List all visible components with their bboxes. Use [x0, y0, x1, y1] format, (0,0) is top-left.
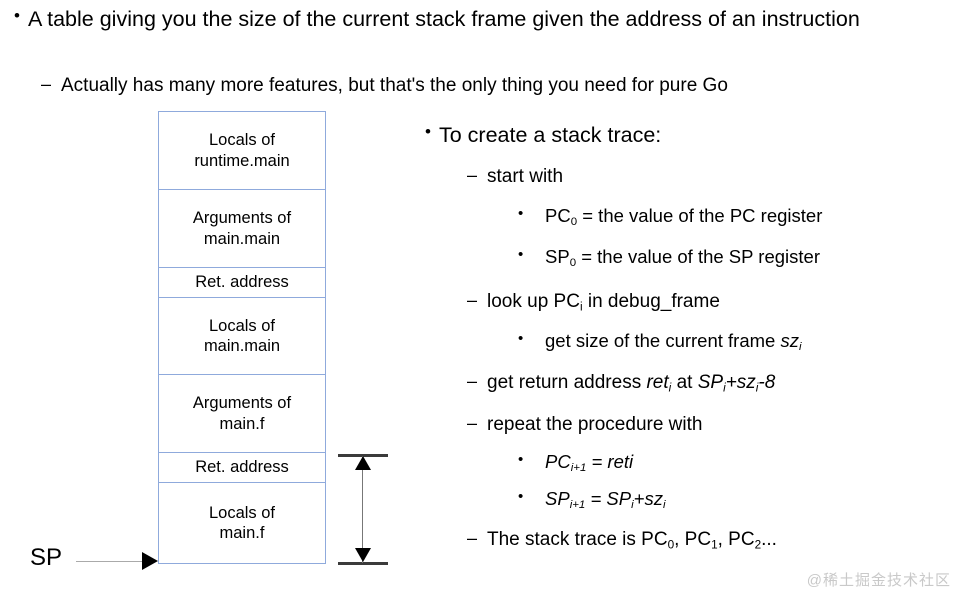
header-bullet-secondary: – Actually has many more features, but t…: [41, 74, 931, 97]
bullet-marker-icon: •: [14, 6, 20, 25]
header-secondary-text: Actually has many more features, but tha…: [61, 75, 728, 96]
body-bullet-stack-trace-result: – The stack trace is PC0, PC1, PC2...: [467, 528, 947, 551]
dash-marker-icon: –: [467, 528, 478, 548]
bullet-marker-icon: •: [518, 330, 524, 347]
sp-register-label: SP: [30, 544, 63, 571]
sp-pointer-arrow-icon: [142, 552, 158, 570]
body-text: SPi+1 = SPi+szi: [545, 488, 666, 512]
stack-frame-line1: Locals of: [208, 316, 276, 335]
body-text: PCi+1 = reti: [545, 451, 634, 475]
body-bullet-start-with: – start with: [467, 165, 947, 188]
bullet-marker-icon: •: [518, 246, 524, 263]
body-bullet-pc-next: • PCi+1 = reti: [518, 451, 948, 474]
body-text: get size of the current frame szi: [545, 330, 802, 354]
header-bullet-primary: • A table giving you the size of the cur…: [14, 6, 944, 32]
body-text: start with: [487, 166, 564, 187]
header-primary-text: A table giving you the size of the curre…: [28, 7, 860, 31]
body-text: look up PCi in debug_frame: [487, 291, 720, 314]
bullet-marker-icon: •: [518, 488, 524, 505]
measure-tick-top-icon: [338, 454, 388, 457]
stack-frame-cell: Arguments of main.main: [158, 189, 326, 268]
measure-tick-bottom-icon: [338, 562, 388, 565]
bullet-marker-icon: •: [425, 122, 431, 141]
stack-frame-cell: Ret. address: [158, 452, 326, 483]
stack-frame-line1: Arguments of: [192, 209, 292, 228]
body-bullet-to-create-a-stack-trace: • To create a stack trace:: [425, 122, 945, 148]
stack-frame-line1: Locals of: [208, 503, 276, 522]
body-bullet-repeat-procedure: – repeat the procedure with: [467, 413, 947, 436]
dash-marker-icon: –: [467, 165, 478, 185]
frame-size-measure: [338, 452, 388, 570]
stack-frame-cell: Locals of main.f: [158, 482, 326, 564]
stack-frame-line2: main.f: [219, 414, 265, 433]
body-bullet-get-return-address: – get return address reti at SPi+szi-8: [467, 371, 947, 394]
stack-frame-line2: main.main: [203, 229, 281, 248]
stack-frame-line1: Locals of: [208, 131, 276, 150]
measure-line: [362, 456, 363, 563]
stack-frame-cell: Locals of runtime.main: [158, 111, 326, 190]
body-bullet-pc0: • PC0 = the value of the PC register: [518, 205, 948, 228]
measure-arrow-up-icon: [355, 456, 371, 470]
body-text: get return address reti at SPi+szi-8: [487, 372, 776, 395]
stack-frame-line1: Arguments of: [192, 394, 292, 413]
dash-marker-icon: –: [467, 290, 478, 310]
sp-pointer-line: [76, 561, 144, 562]
stack-frame-line2: runtime.main: [194, 151, 290, 170]
body-bullet-look-up-pc: – look up PCi in debug_frame: [467, 290, 947, 313]
body-bullet-get-size: • get size of the current frame szi: [518, 330, 948, 353]
watermark-text: @稀土掘金技术社区: [806, 572, 951, 589]
stack-frame-line2: main.main: [203, 337, 281, 355]
bullet-marker-icon: •: [518, 451, 524, 468]
dash-marker-icon: –: [41, 74, 52, 94]
stack-frame-cell: Ret. address: [158, 267, 326, 298]
stack-frame-line1: Ret. address: [195, 458, 289, 477]
body-text: The stack trace is PC0, PC1, PC2...: [487, 529, 777, 552]
body-bullet-sp0: • SP0 = the value of the SP register: [518, 246, 948, 269]
stack-frame-line1: Ret. address: [195, 273, 289, 292]
body-text: To create a stack trace:: [439, 123, 662, 147]
stack-frame-cell: Locals of main.main: [158, 297, 326, 375]
stack-frame-diagram: Locals of runtime.main Arguments of main…: [158, 111, 326, 565]
dash-marker-icon: –: [467, 413, 478, 433]
body-text: SP0 = the value of the SP register: [545, 246, 820, 270]
measure-arrow-down-icon: [355, 548, 371, 562]
stack-frame-cell: Arguments of main.f: [158, 374, 326, 453]
body-text: repeat the procedure with: [487, 414, 703, 435]
body-text: PC0 = the value of the PC register: [545, 205, 823, 229]
stack-frame-line2: main.f: [219, 524, 265, 542]
bullet-marker-icon: •: [518, 205, 524, 222]
dash-marker-icon: –: [467, 371, 478, 391]
body-bullet-sp-next: • SPi+1 = SPi+szi: [518, 488, 948, 511]
